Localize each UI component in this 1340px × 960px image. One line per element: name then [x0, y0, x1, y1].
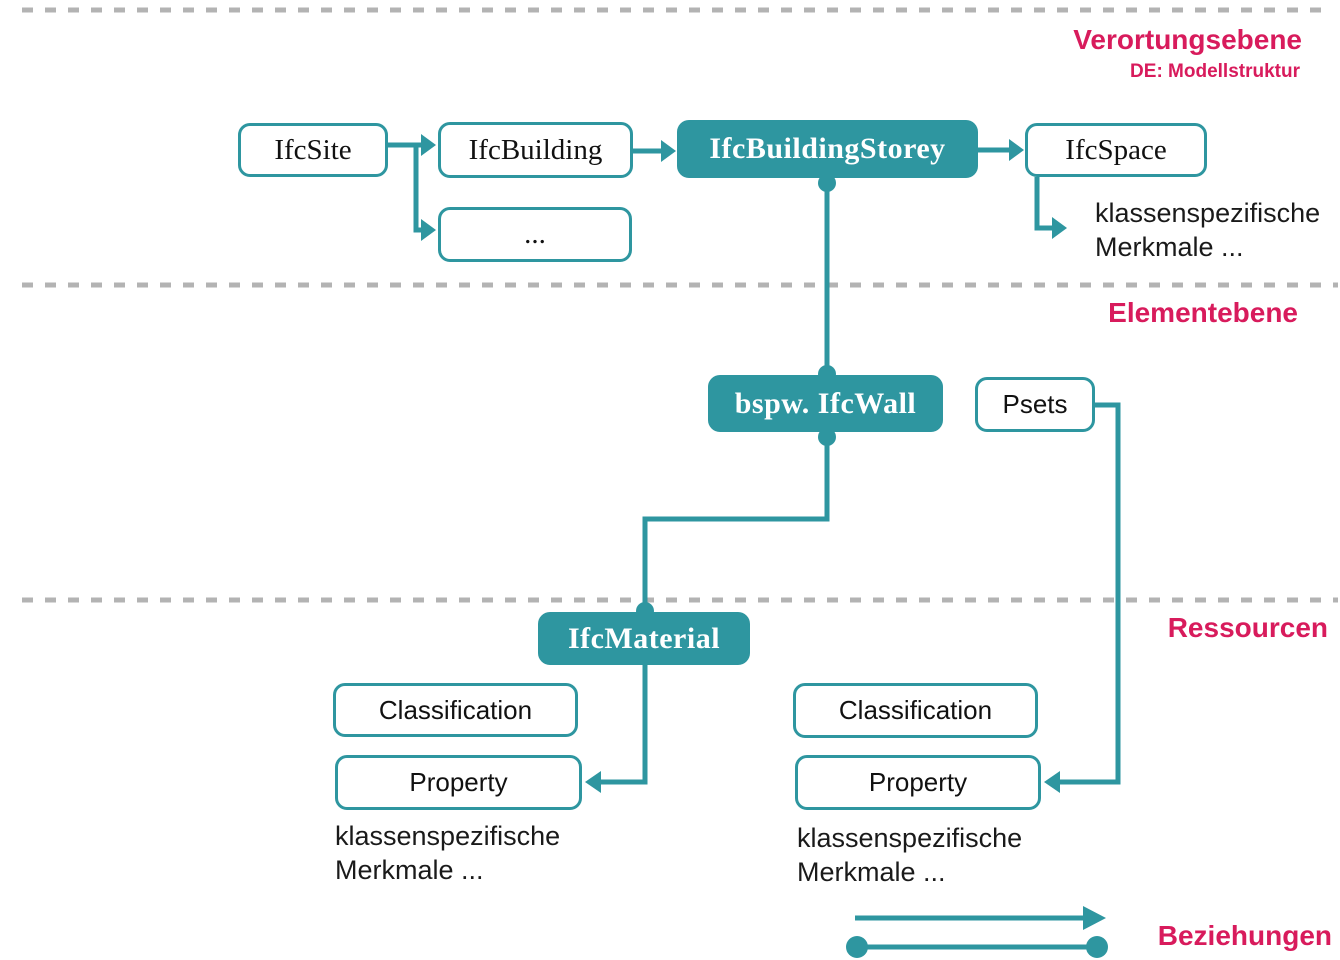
arrowhead-into-property-right	[1044, 771, 1060, 793]
arrowhead-into-building	[421, 134, 436, 156]
note-line: klassenspezifische	[335, 821, 561, 851]
note-line: Merkmale ...	[1095, 232, 1244, 262]
note-ifcspace-merkmale: klassenspezifische Merkmale ...	[1095, 196, 1320, 264]
node-ifcbuildingstorey-label: IfcBuildingStorey	[709, 132, 946, 165]
section-sublabel-modellstruktur: DE: Modellstruktur	[1130, 61, 1300, 82]
arrowhead-into-space	[1009, 139, 1024, 161]
legend-label-beziehungen: Beziehungen	[1157, 920, 1332, 951]
node-ifcsite-label: IfcSite	[274, 133, 352, 166]
node-ifcmaterial: IfcMaterial	[538, 612, 750, 665]
node-classification-right-label: Classification	[838, 695, 993, 725]
legend-endpoint-dot-right	[1086, 936, 1108, 958]
node-ifcmaterial-label: IfcMaterial	[567, 621, 721, 655]
node-ifcbuildingstorey: IfcBuildingStorey	[677, 120, 978, 178]
node-ifcbuilding: IfcBuilding	[438, 122, 633, 178]
note-line: Merkmale ...	[335, 855, 484, 885]
node-classification-right: Classification	[793, 683, 1038, 738]
note-line: klassenspezifische	[1095, 198, 1321, 228]
node-ellipsis: ...	[438, 207, 632, 262]
dot-storey-bottom	[818, 174, 836, 192]
note-line: Merkmale ...	[797, 857, 946, 887]
section-label-ressourcen: Ressourcen	[1167, 612, 1328, 643]
note-material-merkmale: klassenspezifische Merkmale ...	[335, 819, 560, 887]
node-property-left: Property	[335, 755, 582, 810]
section-divider-lines	[22, 7, 1338, 603]
legend-arrowhead-icon	[1083, 906, 1106, 930]
arrowheads	[421, 134, 1106, 930]
node-property-right-label: Property	[868, 767, 968, 797]
section-label-elementebene: Elementebene	[1108, 297, 1298, 328]
line-space-to-note	[1034, 177, 1053, 231]
node-ifcspace: IfcSpace	[1025, 123, 1207, 177]
dot-wall-bottom	[818, 428, 836, 446]
note-line: klassenspezifische	[797, 823, 1023, 853]
node-ifcwall-label: bspw. IfcWall	[734, 386, 917, 420]
node-ellipsis-label: ...	[524, 218, 546, 250]
node-classification-left: Classification	[333, 683, 578, 737]
arrowhead-into-property-left	[585, 771, 601, 793]
node-ifcsite: IfcSite	[238, 123, 388, 177]
section-label-verortungsebene: Verortungsebene	[1073, 24, 1302, 55]
node-ifcspace-label: IfcSpace	[1065, 133, 1167, 166]
note-psets-merkmale: klassenspezifische Merkmale ...	[797, 821, 1022, 889]
line-material-to-property	[600, 665, 648, 785]
arrowhead-into-ellipsis	[421, 219, 436, 241]
arrowhead-into-space-note	[1052, 217, 1067, 239]
node-property-left-label: Property	[409, 767, 508, 797]
relationship-lines	[388, 142, 1121, 950]
node-psets: Psets	[975, 377, 1095, 432]
node-classification-left-label: Classification	[378, 694, 533, 725]
arrowhead-into-storey	[661, 140, 676, 162]
line-wall-to-material	[642, 432, 830, 613]
line-site-to-building-and-ellipsis	[388, 142, 422, 233]
node-ifcwall: bspw. IfcWall	[708, 375, 943, 432]
node-property-right: Property	[795, 755, 1041, 810]
legend-endpoint-dot-left	[846, 936, 868, 958]
node-psets-label: Psets	[1002, 389, 1068, 419]
line-psets-to-property	[1059, 402, 1121, 785]
node-ifcbuilding-label: IfcBuilding	[468, 133, 603, 166]
